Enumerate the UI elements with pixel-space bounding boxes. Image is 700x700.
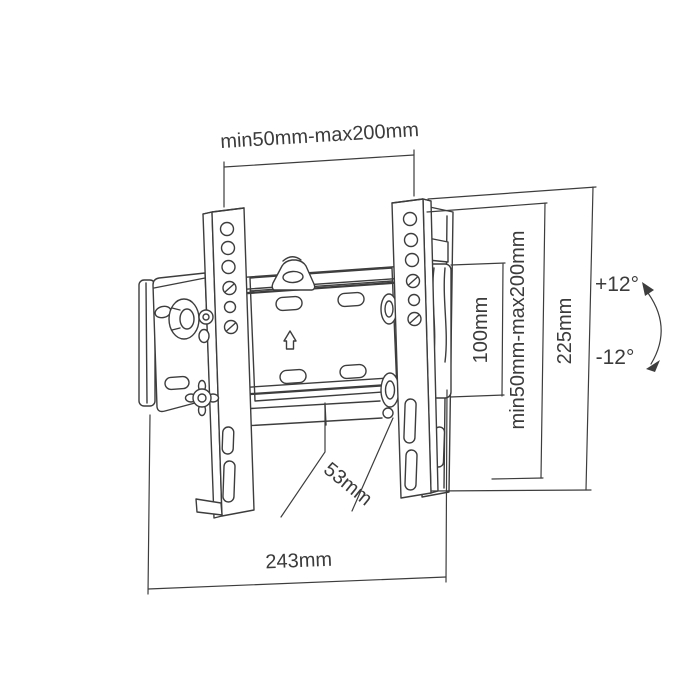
rail-slot [403, 398, 417, 444]
rail-screw [223, 319, 239, 335]
right-rail-clamps [380, 293, 400, 419]
rail-screw [407, 311, 422, 327]
dimension-vesa-label: 100mm [470, 297, 492, 364]
arm-slot [164, 375, 190, 391]
rail-hole [407, 293, 421, 307]
dimension-vesa-spacing: 100mm [449, 262, 506, 398]
dimension-height-range-label: min50mm-max200mm [507, 231, 529, 430]
tilt-angle-annotation: +12° -12° [595, 273, 662, 372]
rail-slot [221, 426, 235, 455]
wall-plate [249, 267, 398, 402]
rail-slot [404, 449, 418, 491]
rail-hole [219, 221, 235, 237]
dimension-depth-label: 53mm [319, 458, 376, 510]
tilt-knob [154, 298, 200, 340]
plate-slot [339, 363, 367, 380]
up-arrow-icon [283, 330, 297, 350]
dimension-top-width-label: min50mm-max200mm [220, 119, 420, 153]
plate-slot [275, 295, 303, 312]
rail-hole [221, 259, 236, 275]
dimension-overall-height-label: 225mm [554, 298, 576, 365]
plate-slot [279, 368, 307, 385]
plate-slot [337, 291, 365, 308]
rail-hole [404, 252, 420, 268]
left-wall-bracket-arm [138, 272, 211, 413]
dimension-height-range: min50mm-max200mm [426, 202, 548, 480]
rail-hole [402, 211, 418, 227]
left-tv-rail [195, 207, 255, 519]
tilt-arc-arrow [644, 288, 662, 365]
right-tv-rail [391, 198, 439, 499]
left-rail-clamps [184, 309, 220, 417]
rail-screw [405, 273, 421, 289]
rail-slot [222, 460, 236, 503]
rail-hole [223, 300, 237, 314]
rail-hole [220, 240, 236, 256]
dimension-plate-width: 243mm [147, 389, 448, 595]
rail-hole [403, 232, 419, 248]
rail-foot [195, 498, 223, 516]
mounting-hook [271, 256, 316, 291]
tilt-down-label: -12° [596, 346, 635, 369]
tilt-up-label: +12° [595, 273, 639, 296]
dimension-overall-height: 225mm [427, 186, 597, 492]
dimension-top-width: min50mm-max200mm [220, 119, 420, 208]
dimension-plate-width-label: 243mm [265, 549, 333, 574]
rail-screw [222, 280, 237, 296]
